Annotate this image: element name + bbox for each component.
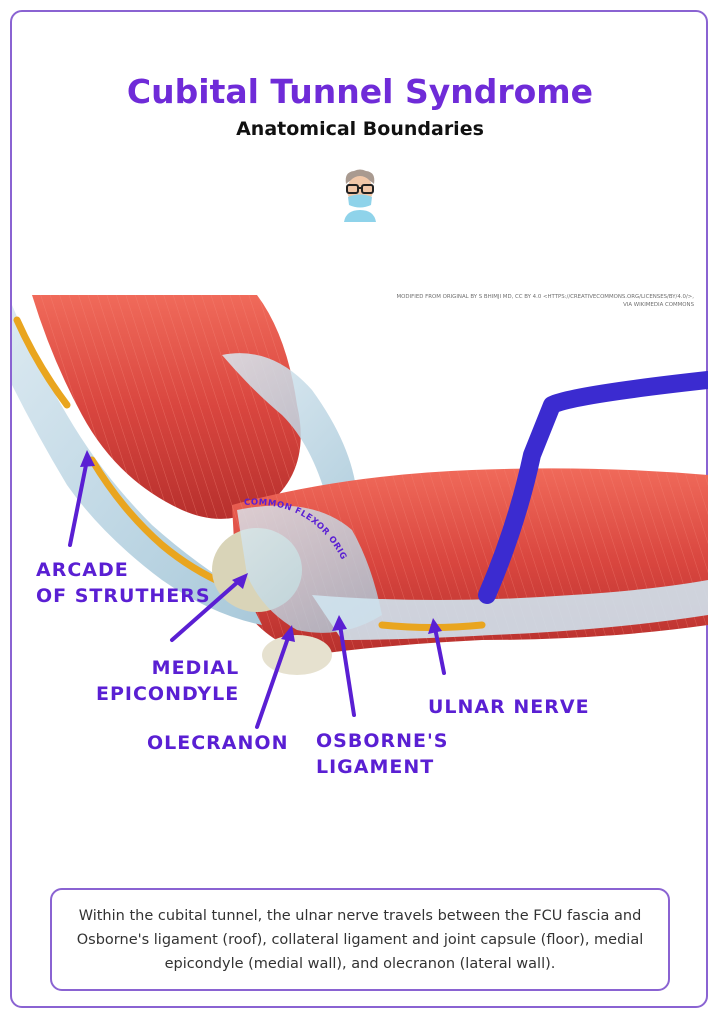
label-olecranon: OLECRANON <box>147 732 289 754</box>
arrow-medial-epicondyle <box>170 578 242 642</box>
arrow-osbornes-ligament <box>338 623 356 717</box>
arrow-ulnar-nerve <box>433 626 446 675</box>
arrow-arcade-of-struthers <box>68 458 89 547</box>
olecranon-bone <box>262 635 332 675</box>
caption-text: Within the cubital tunnel, the ulnar ner… <box>76 907 644 972</box>
label-ulnar-nerve: ULNAR NERVE <box>428 696 590 718</box>
page-subtitle: Anatomical Boundaries <box>236 118 484 140</box>
label-arcade-of-struthers: ARCADE OF STRUTHERS <box>36 559 211 607</box>
caption-box: Within the cubital tunnel, the ulnar ner… <box>50 888 670 991</box>
ulnar-nerve-upper <box>13 316 231 589</box>
surgical-retractor <box>478 371 708 604</box>
elbow-anatomy-illustration: COMMON FLEXOR ORIGIN <box>12 295 708 729</box>
label-osbornes-ligament: OSBORNE'S LIGAMENT <box>316 730 449 778</box>
page-title: Cubital Tunnel Syndrome <box>126 72 594 111</box>
upper-fascia-sheet <box>222 353 357 500</box>
label-medial-epicondyle: MEDIAL EPICONDYLE <box>96 657 240 705</box>
image-credit: MODIFIED FROM ORIGINAL BY S BHIMJI MD, C… <box>396 294 694 308</box>
doctor-avatar-icon <box>344 169 376 222</box>
arrow-olecranon <box>255 633 291 729</box>
